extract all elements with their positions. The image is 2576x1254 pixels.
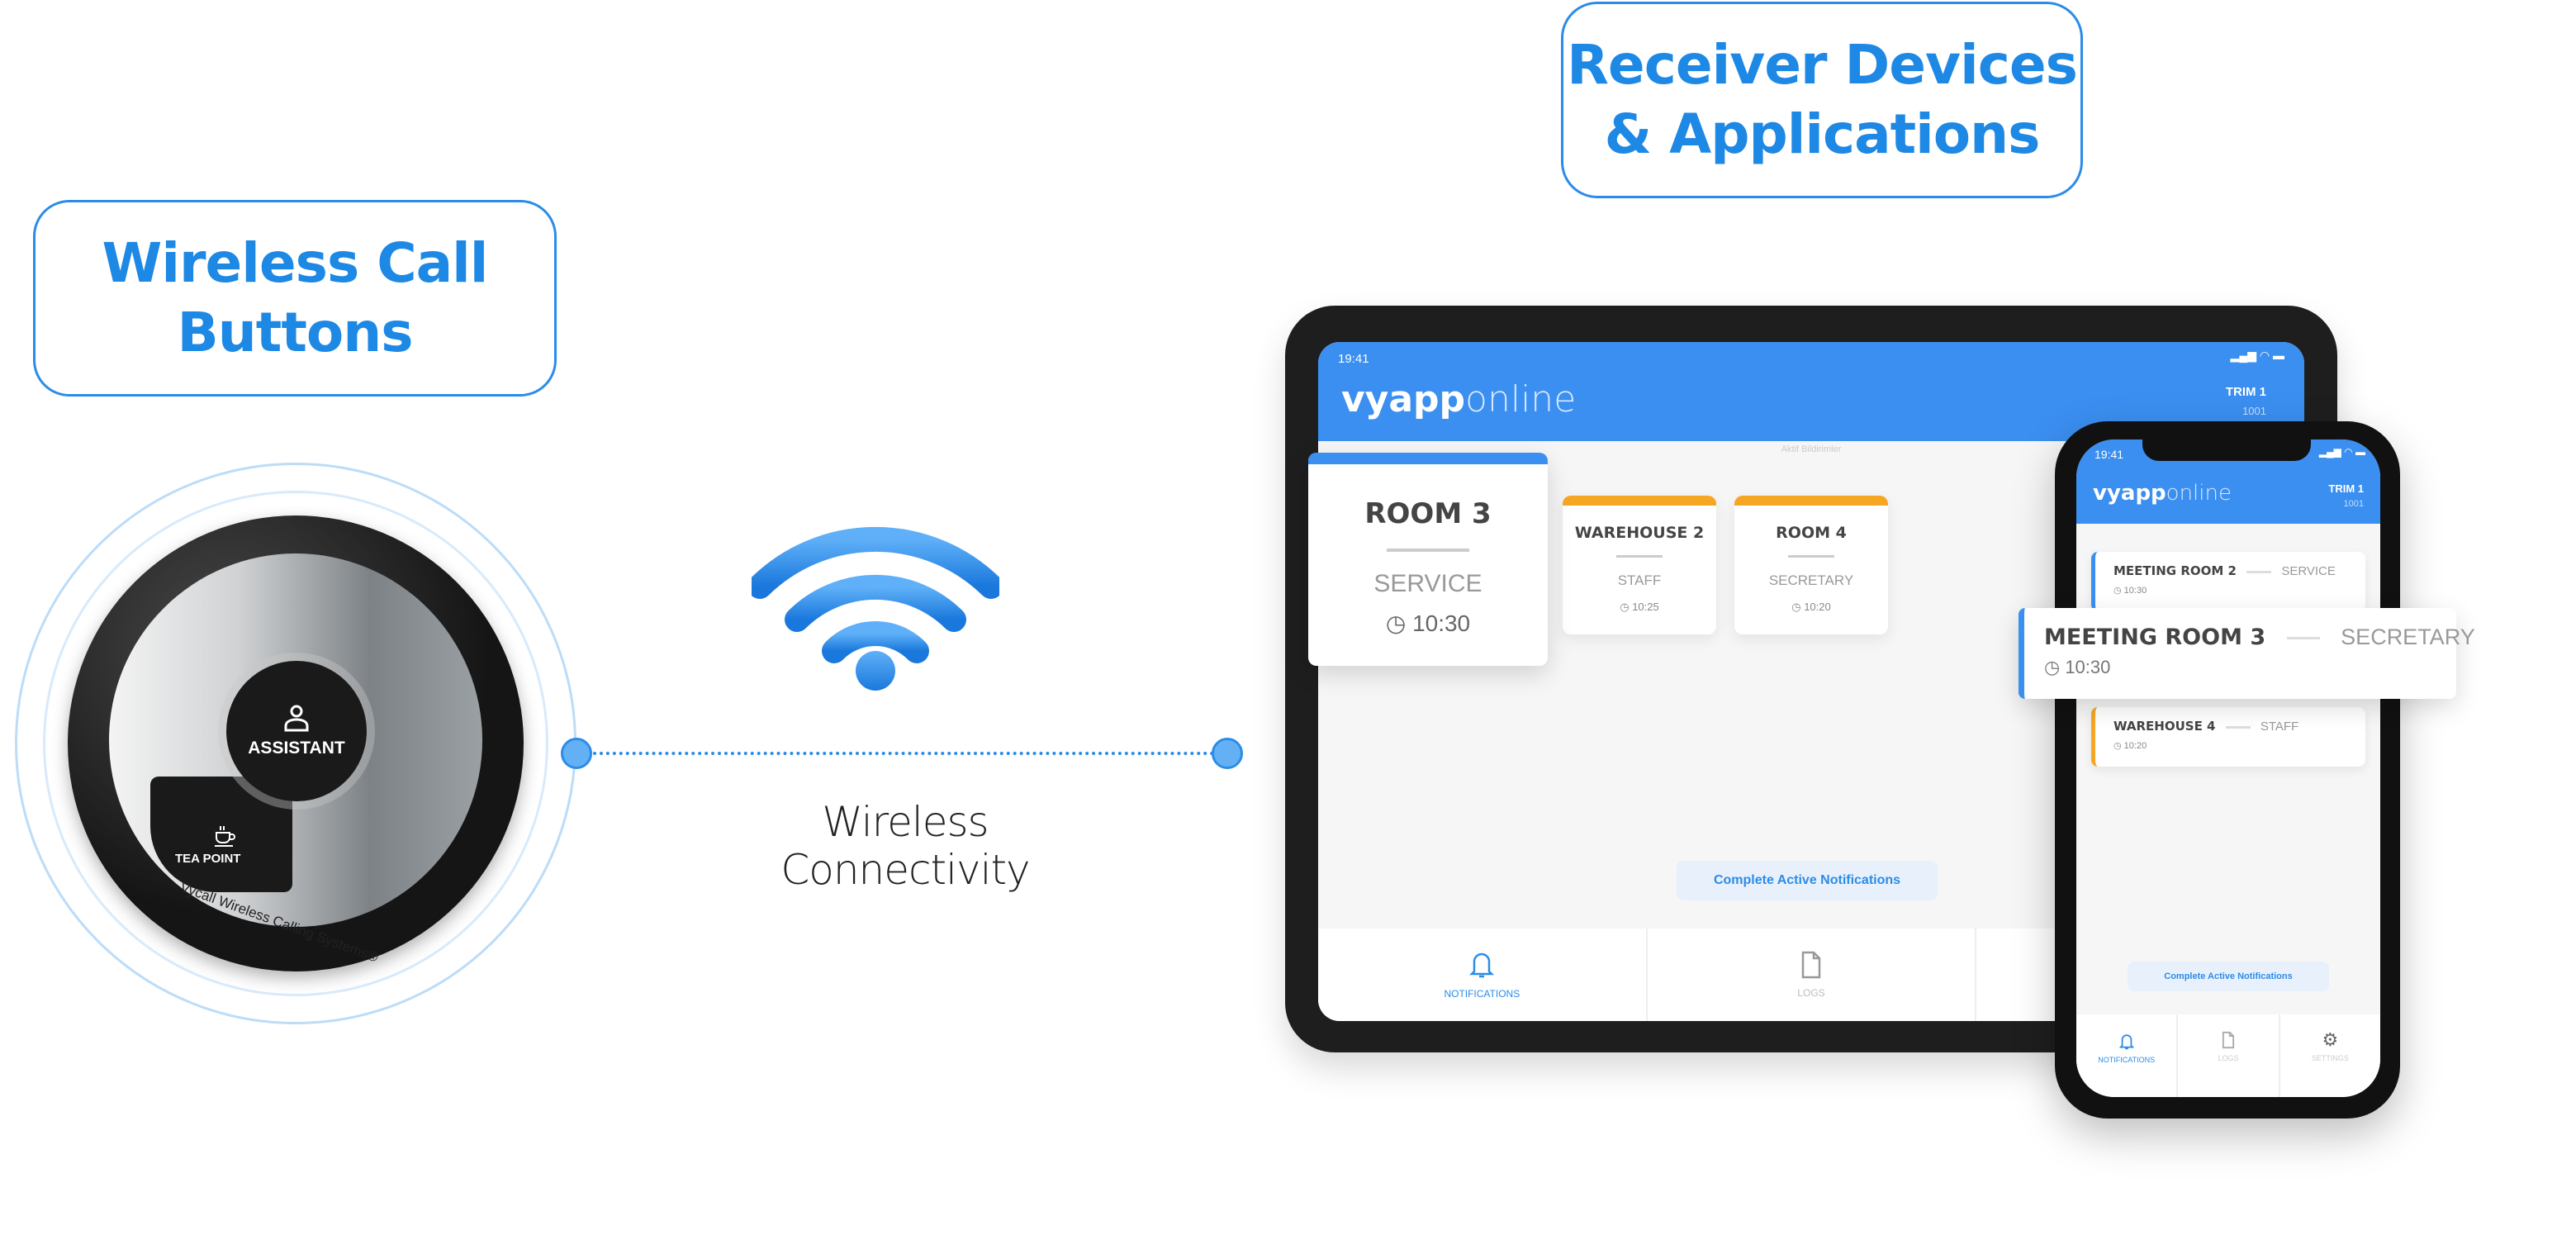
- time-value: 10:30: [2065, 657, 2111, 677]
- row-time: ◷ 10:20: [2113, 741, 2147, 751]
- row-role: SECRETARY: [2341, 625, 2475, 649]
- active-bar: [1308, 453, 1548, 464]
- row-header: MEETING ROOM 2 SERVICE: [2113, 563, 2365, 578]
- user-name: TRIM 1: [2328, 482, 2364, 495]
- card-time: ◷ 10:25: [1620, 601, 1659, 613]
- status-time: 19:41: [1338, 352, 1369, 366]
- nav-label: LOGS: [1797, 987, 1825, 999]
- card-role: SECRETARY: [1768, 572, 1854, 588]
- time-value: 10:25: [1632, 601, 1659, 613]
- nav-settings[interactable]: ⚙ SETTINGS: [2280, 1014, 2380, 1097]
- status-time: 19:41: [2094, 448, 2124, 461]
- label-line: Receiver Devices: [1567, 33, 2078, 97]
- person-icon: [284, 705, 309, 732]
- row-role: SERVICE: [2281, 564, 2336, 578]
- status-icons: ▂▄▆ ◠ ▬: [2230, 349, 2284, 362]
- logo-bold: vyapp: [2093, 481, 2166, 506]
- document-icon: [2222, 1031, 2235, 1049]
- card-name: WAREHOUSE 2: [1574, 524, 1705, 542]
- highlighted-notification-card[interactable]: ROOM 3 SERVICE ◷ 10:30: [1308, 453, 1548, 666]
- divider: [1616, 555, 1663, 558]
- pending-bar: [1734, 496, 1888, 506]
- notification-card[interactable]: WAREHOUSE 2 STAFF ◷ 10:25: [1563, 496, 1716, 634]
- logo-light: online: [2166, 481, 2232, 506]
- call-button-device[interactable]: ASSISTANT TEA POINT Vycall Wireless Call…: [68, 515, 524, 971]
- complete-notifications-button[interactable]: Complete Active Notifications: [2128, 962, 2329, 991]
- notification-row[interactable]: MEETING ROOM 2 SERVICE ◷ 10:30: [2091, 552, 2365, 611]
- row-role: STAFF: [2260, 720, 2299, 734]
- user-id: 1001: [2242, 405, 2266, 417]
- time-value: 10:30: [2123, 586, 2147, 596]
- connector-dot-left: [561, 738, 592, 769]
- highlighted-notification-row[interactable]: MEETING ROOM 3 SECRETARY ◷ 10:30: [2019, 608, 2475, 699]
- user-name: TRIM 1: [2225, 385, 2266, 399]
- card-time: ◷ 10:30: [1385, 610, 1471, 636]
- app-logo: vyapponline: [2093, 481, 2232, 506]
- wifi-icon: [752, 526, 999, 691]
- notification-card[interactable]: ROOM 4 SECRETARY ◷ 10:20: [1734, 496, 1888, 634]
- row-time: ◷ 10:30: [2113, 586, 2147, 596]
- card-name: ROOM 3: [1364, 497, 1492, 530]
- complete-notifications-button[interactable]: Complete Active Notifications: [1677, 861, 1938, 900]
- card-time: ◷ 10:20: [1791, 601, 1831, 613]
- time-value: 10:20: [2123, 741, 2147, 751]
- divider: [1387, 549, 1469, 552]
- row-time: ◷ 10:30: [2044, 657, 2111, 677]
- nav-label: NOTIFICATIONS: [1444, 988, 1520, 1000]
- phone-screen: 19:41 ▂▄▆ ◠ ▬ vyapponline TRIM 1 1001 ME…: [2076, 439, 2380, 1097]
- pending-bar: [1563, 496, 1716, 506]
- nav-notifications[interactable]: NOTIFICATIONS: [2076, 1014, 2179, 1097]
- card-role: SERVICE: [1373, 570, 1483, 597]
- section-title: Aktif Bildirimler: [1781, 444, 1842, 454]
- card-role: STAFF: [1617, 572, 1662, 588]
- label-line: & Applications: [1604, 102, 2041, 166]
- phone-bottom-nav: NOTIFICATIONS LOGS ⚙ SETTINGS: [2076, 1014, 2380, 1097]
- dotted-connection-line: [593, 752, 1227, 755]
- phone-header: 19:41 ▂▄▆ ◠ ▬ vyapponline TRIM 1 1001: [2076, 439, 2380, 524]
- nav-label: SETTINGS: [2311, 1054, 2349, 1062]
- assistant-button[interactable]: ASSISTANT: [226, 661, 367, 801]
- receiver-devices-label: Receiver Devices& Applications: [1561, 2, 2083, 198]
- gear-icon: ⚙: [2322, 1029, 2339, 1050]
- row-header: MEETING ROOM 3 SECRETARY: [2044, 625, 2475, 650]
- status-icons: ▂▄▆ ◠ ▬: [2318, 446, 2365, 458]
- nav-logs[interactable]: LOGS: [1648, 929, 1977, 1021]
- label-line: Buttons: [177, 301, 413, 364]
- signal-ring-inner: [43, 491, 548, 996]
- app-logo: vyapponline: [1341, 378, 1576, 420]
- logo-bold: vyapp: [1341, 378, 1466, 420]
- row-name: MEETING ROOM 3: [2044, 625, 2266, 650]
- wireless-connectivity-label: Wireless Connectivity: [780, 798, 1030, 894]
- bell-icon: [1469, 952, 1495, 978]
- time-value: 10:30: [1412, 610, 1471, 636]
- document-icon: [1801, 951, 1821, 979]
- user-id: 1001: [2343, 499, 2364, 509]
- nav-label: LOGS: [2218, 1054, 2239, 1062]
- tea-point-content: TEA POINT: [175, 823, 240, 866]
- notification-row[interactable]: WAREHOUSE 4 STAFF ◷ 10:20: [2091, 707, 2365, 767]
- nav-label: NOTIFICATIONS: [2098, 1056, 2156, 1064]
- divider: [1788, 555, 1834, 558]
- row-header: WAREHOUSE 4 STAFF: [2113, 719, 2365, 734]
- logo-light: online: [1465, 378, 1577, 420]
- card-name: ROOM 4: [1776, 524, 1847, 542]
- phone-notch: [2142, 439, 2311, 461]
- label-line: Wireless Call: [102, 231, 489, 295]
- row-name: MEETING ROOM 2: [2113, 563, 2237, 578]
- time-value: 10:20: [1804, 601, 1831, 613]
- assistant-label: ASSISTANT: [248, 739, 345, 758]
- tea-point-label: TEA POINT: [175, 852, 241, 866]
- nav-logs[interactable]: LOGS: [2178, 1014, 2280, 1097]
- coffee-cup-icon: [214, 826, 235, 847]
- row-name: WAREHOUSE 4: [2113, 719, 2216, 734]
- bell-icon: [2118, 1034, 2134, 1050]
- connector-dot-right: [1212, 738, 1243, 769]
- nav-notifications[interactable]: NOTIFICATIONS: [1318, 929, 1648, 1021]
